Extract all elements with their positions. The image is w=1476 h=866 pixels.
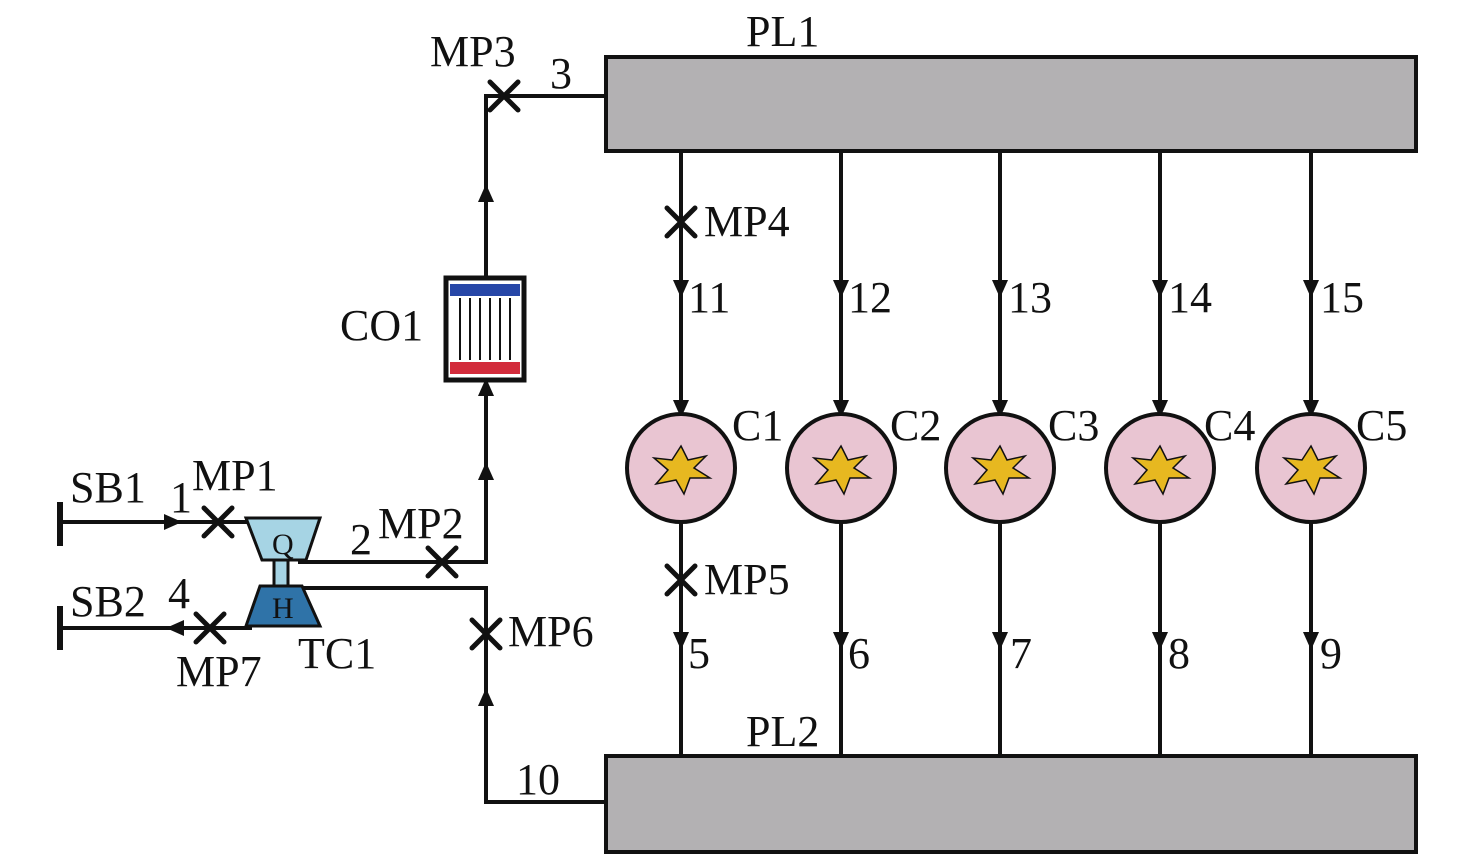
turbine-icon: [243, 584, 323, 628]
pipe-node-2: [298, 380, 488, 564]
flow-arrow-2b: [478, 378, 494, 396]
measurement-marker-mp4: [664, 205, 698, 239]
cylinder-c1-label: C1: [732, 401, 783, 450]
plenum-pl1: [604, 55, 1418, 153]
mp1-label: MP1: [192, 451, 278, 500]
node-13-label: 13: [1008, 273, 1052, 322]
node-5-label: 5: [688, 629, 710, 678]
flow-arrow-4: [166, 620, 184, 636]
turbocharger-label: TC1: [298, 629, 376, 678]
pipe-node-3: [484, 94, 606, 278]
mp7-label: MP7: [176, 647, 262, 696]
node-10-label: 10: [516, 755, 560, 804]
measurement-marker-mp5: [664, 563, 698, 597]
mp4-label: MP4: [704, 197, 790, 246]
cylinder-branch-1: [625, 151, 737, 756]
measurement-marker-mp6: [469, 617, 503, 651]
cylinder-c3-label: C3: [1048, 401, 1099, 450]
node-12-label: 12: [848, 273, 892, 322]
node-3-label: 3: [550, 49, 572, 98]
boundary-sb1-label: SB1: [70, 463, 146, 512]
node-6-label: 6: [848, 629, 870, 678]
cooler-co1: [443, 275, 527, 383]
plenum-pl2-label: PL2: [746, 707, 819, 756]
compressor-icon: [243, 516, 323, 562]
node-11-label: 11: [688, 273, 730, 322]
flow-arrow-2a: [478, 462, 494, 480]
measurement-marker-mp7: [193, 611, 227, 645]
node-4-label: 4: [168, 569, 190, 618]
node-8-label: 8: [1168, 629, 1190, 678]
cylinder-c4-label: C4: [1204, 401, 1255, 450]
node-2-label: 2: [350, 515, 372, 564]
cooler-co1-label: CO1: [340, 301, 423, 350]
turbine-glyph: H: [272, 592, 294, 625]
node-7-label: 7: [1010, 629, 1032, 678]
node-9-label: 9: [1320, 629, 1342, 678]
flow-arrow-3: [478, 184, 494, 202]
spark-icon-c5: [1281, 444, 1343, 496]
mp3-label: MP3: [430, 27, 516, 76]
mp6-label: MP6: [508, 607, 594, 656]
plenum-pl1-label: PL1: [746, 7, 819, 56]
measurement-marker-mp3: [487, 79, 521, 113]
mp2-label: MP2: [378, 499, 464, 548]
node-14-label: 14: [1168, 273, 1212, 322]
cylinder-branch-5: [1255, 151, 1367, 756]
plenum-pl2: [604, 754, 1418, 854]
cylinder-branch-4: [1104, 151, 1216, 756]
measurement-marker-mp2: [425, 545, 459, 579]
cylinder-branch-2: [785, 151, 897, 756]
flow-arrow-1: [164, 514, 182, 530]
measurement-marker-mp1: [201, 505, 235, 539]
mp5-label: MP5: [704, 555, 790, 604]
cylinder-branch-3: [944, 151, 1056, 756]
spark-icon-c1: [651, 444, 713, 496]
cylinder-c5-label: C5: [1356, 401, 1407, 450]
node-1-label: 1: [170, 473, 192, 522]
flow-arrow-10: [478, 688, 494, 706]
turbocharger-tc1: Q H: [243, 516, 323, 628]
compressor-glyph: Q: [272, 528, 294, 561]
cylinder-c2-label: C2: [890, 401, 941, 450]
node-15-label: 15: [1320, 273, 1364, 322]
boundary-sb2-label: SB2: [70, 577, 146, 626]
spark-icon-c4: [1130, 444, 1192, 496]
spark-icon-c2: [811, 444, 873, 496]
shaft-icon: [272, 558, 290, 588]
spark-icon-c3: [970, 444, 1032, 496]
